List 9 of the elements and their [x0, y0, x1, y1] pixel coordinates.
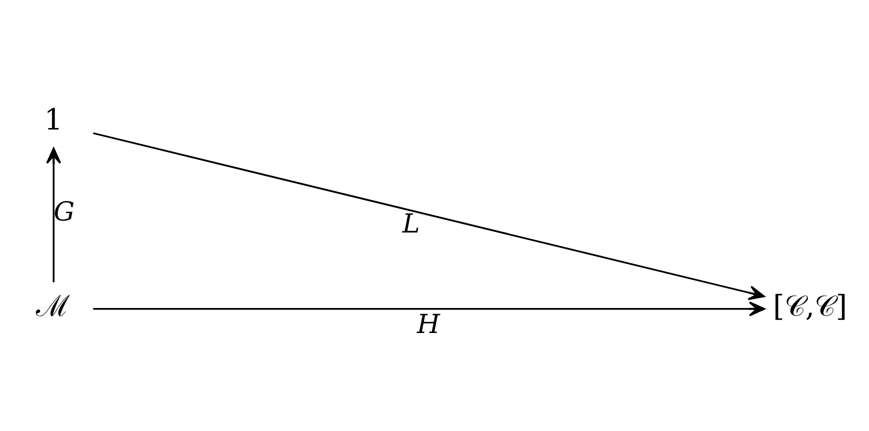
node-text: ℳ — [36, 289, 70, 324]
edge-label: L — [402, 210, 420, 240]
edge-label: G — [54, 197, 75, 228]
arrow — [46, 148, 62, 282]
arrow — [93, 301, 766, 316]
edge-label: H — [416, 310, 440, 340]
node-text: [𝒞,𝒞] — [773, 289, 848, 324]
arrow — [93, 132, 765, 300]
node-text: 1 — [44, 102, 63, 136]
